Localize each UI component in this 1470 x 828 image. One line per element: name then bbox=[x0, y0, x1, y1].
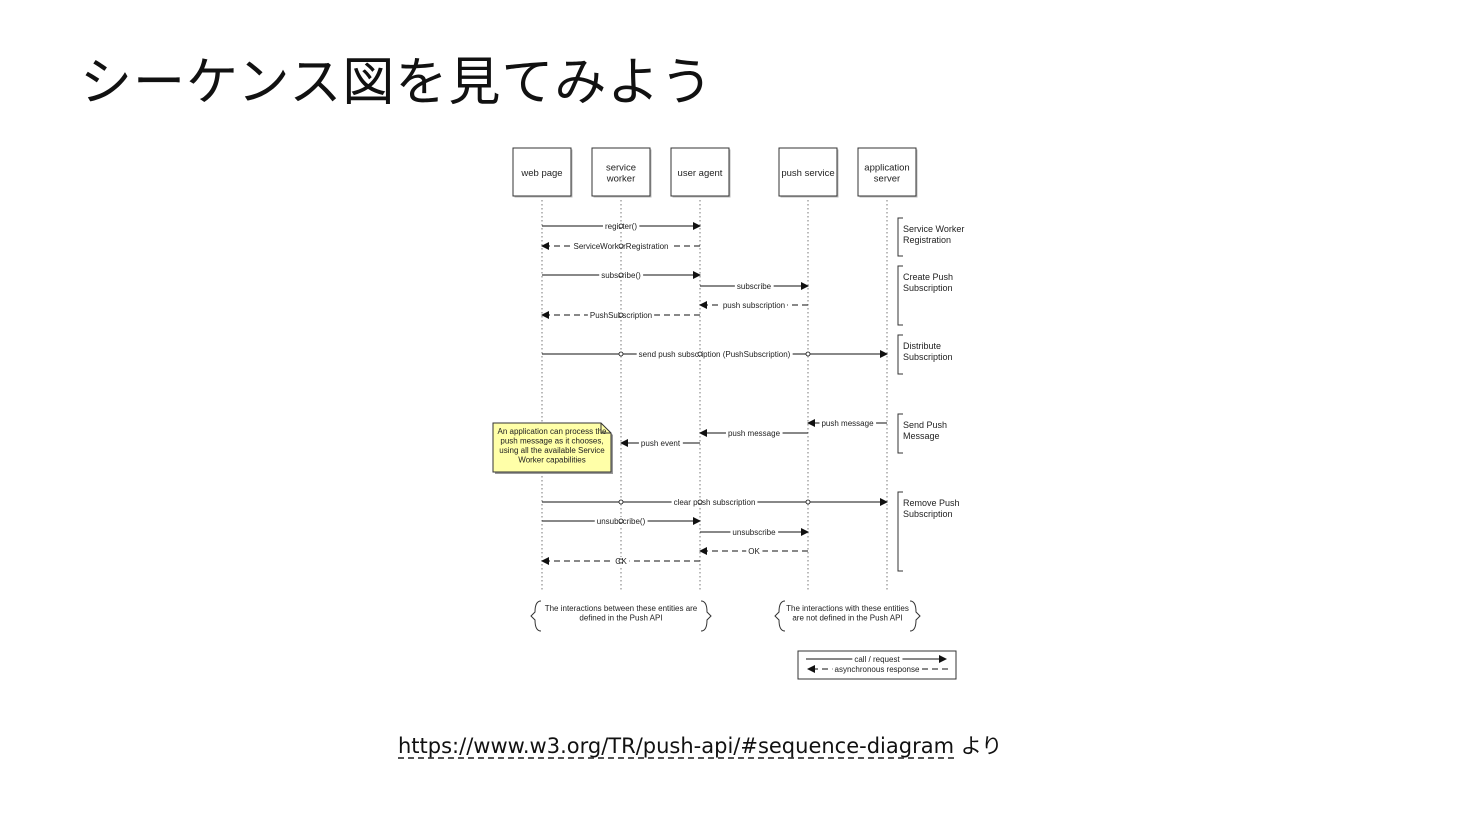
message-label: push event bbox=[641, 439, 681, 448]
participant-application-server bbox=[857, 147, 917, 197]
scope-brace-left bbox=[530, 600, 542, 632]
message-label-bg bbox=[671, 498, 758, 507]
message-label: send push subscription (PushSubscription… bbox=[639, 350, 791, 359]
source-suffix: より bbox=[954, 734, 1003, 758]
message-label-bg bbox=[638, 439, 683, 448]
crossing-marker bbox=[805, 499, 811, 505]
message-label: clear push subscription bbox=[674, 498, 756, 507]
crossing-marker bbox=[618, 351, 624, 357]
crossing-marker bbox=[618, 558, 624, 564]
message-label: push subscription bbox=[723, 301, 785, 310]
message-label: subscribe bbox=[737, 282, 772, 291]
participant-user-agent bbox=[670, 147, 730, 197]
legend-label: call / request bbox=[854, 655, 900, 664]
source-link[interactable]: https://www.w3.org/TR/push-api/#sequence… bbox=[398, 734, 955, 758]
participant-label: push service bbox=[781, 168, 834, 179]
participant-service-worker bbox=[591, 147, 651, 197]
participant-push-service bbox=[778, 147, 838, 197]
scope-note-text: The interactions between these entities … bbox=[545, 604, 698, 623]
crossing-marker bbox=[697, 351, 703, 357]
phase-bracket bbox=[897, 265, 903, 326]
scope-brace-left bbox=[774, 600, 786, 632]
message-label-bg bbox=[746, 547, 763, 556]
participant-label: user agent bbox=[678, 168, 723, 179]
message-label: push message bbox=[821, 419, 874, 428]
note-box bbox=[492, 422, 612, 473]
crossing-marker bbox=[618, 499, 624, 505]
scope-brace-right bbox=[909, 600, 921, 632]
crossing-marker bbox=[618, 518, 624, 524]
message-label-bg bbox=[636, 350, 793, 359]
crossing-marker bbox=[805, 351, 811, 357]
source-citation: https://www.w3.org/TR/push-api/#sequence… bbox=[398, 730, 1002, 760]
phase-bracket bbox=[897, 217, 903, 257]
note-fold bbox=[600, 423, 611, 434]
phase-bracket bbox=[897, 413, 903, 454]
crossing-marker bbox=[618, 223, 624, 229]
message-label-bg bbox=[720, 301, 788, 310]
message-label-bg bbox=[819, 419, 877, 428]
crossing-marker bbox=[618, 243, 624, 249]
legend-label: asynchronous response bbox=[835, 665, 920, 674]
scope-brace-right bbox=[700, 600, 712, 632]
slide-title: シーケンス図を見てみよう bbox=[80, 53, 714, 113]
message-label-bg bbox=[725, 429, 783, 438]
message-label: push message bbox=[728, 429, 781, 438]
crossing-marker bbox=[697, 499, 703, 505]
message-label-bg bbox=[734, 282, 774, 291]
phase-bracket bbox=[897, 334, 903, 375]
crossing-marker bbox=[618, 312, 624, 318]
participant-label: web page bbox=[520, 168, 562, 179]
participant-web-page bbox=[512, 147, 572, 197]
legend-label-bg bbox=[852, 655, 903, 664]
legend-label-bg bbox=[832, 665, 923, 674]
phase-bracket bbox=[897, 491, 903, 572]
message-label: unsubscribe bbox=[732, 528, 776, 537]
message-label: OK bbox=[748, 547, 760, 556]
crossing-marker bbox=[618, 272, 624, 278]
message-label-bg bbox=[730, 528, 779, 537]
